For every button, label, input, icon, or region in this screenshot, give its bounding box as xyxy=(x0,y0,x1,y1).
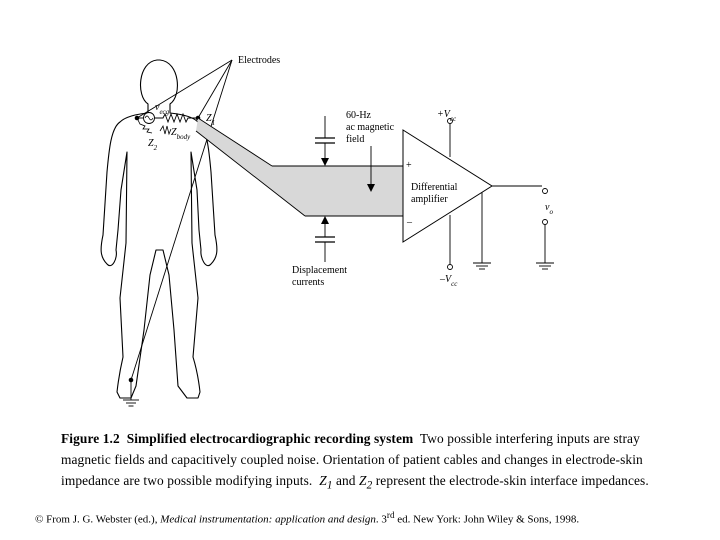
lower-displacement-arrowhead xyxy=(321,216,329,224)
vecg-symbol: v xyxy=(155,102,160,113)
negative-supply-label: –Vcc xyxy=(439,274,458,288)
credit-prefix: © From J. G. Webster (ed.), xyxy=(35,513,158,526)
amplifier-label-line1: Differential xyxy=(411,182,458,193)
source-credit: © From J. G. Webster (ed.), Medical inst… xyxy=(35,510,715,526)
field-label-line3: field xyxy=(346,134,364,145)
displacement-label-line1: Displacement xyxy=(292,265,347,276)
field-label-line1: 60-Hz xyxy=(346,110,372,121)
ecg-recording-diagram: Electrodes vecg Z1 Z2 Zbody 60-Hz ac m xyxy=(100,55,554,407)
z2-subscript: 2 xyxy=(154,144,158,152)
patient-cable-shaded-region xyxy=(196,118,403,216)
plus-input-sign: + xyxy=(406,160,412,171)
figure-caption: Figure 1.2 Simplified electrocardiograph… xyxy=(61,428,661,497)
caption-z2: Z2 xyxy=(359,473,372,492)
ecg-source-wave xyxy=(144,115,154,121)
caption-z1-symbol: Z xyxy=(319,473,327,488)
z1-label: Z1 xyxy=(206,113,215,127)
magnetic-field-arrowhead xyxy=(367,184,375,192)
differential-amplifier-triangle xyxy=(402,129,493,243)
cable-bottom-edge xyxy=(195,130,306,217)
caption-z1-subscript: 1 xyxy=(326,479,333,492)
credit-edition-number: . 3 xyxy=(375,513,387,526)
credit-suffix: ed. New York: John Wiley & Sons, 1998. xyxy=(397,513,580,526)
electrode-pointer-right xyxy=(197,59,233,119)
z1-resistor xyxy=(155,112,198,124)
caption-z2-subscript: 2 xyxy=(366,479,373,492)
credit-book-title: Medical instrumentation: application and… xyxy=(160,513,376,526)
caption-body-1: Two possible interfering inputs are stra… xyxy=(61,431,643,488)
z1-symbol: Z xyxy=(206,113,212,124)
amplifier-label-line2: amplifier xyxy=(411,194,448,205)
positive-supply-label: +Vcc xyxy=(437,109,457,123)
credit-edition-superscript: rd xyxy=(386,510,395,520)
zbody-label: Zbody xyxy=(171,127,191,141)
z2-label: Z2 xyxy=(148,138,158,152)
output-terminal-bottom xyxy=(542,219,548,225)
electrodes-label: Electrodes xyxy=(238,55,280,66)
field-label-line2: ac magnetic xyxy=(346,122,395,133)
z1-subscript: 1 xyxy=(212,119,216,127)
zbody-subscript: body xyxy=(177,133,192,141)
z2-symbol: Z xyxy=(148,138,154,149)
negative-supply-symbol: –V xyxy=(439,274,453,285)
minus-input-sign: – xyxy=(406,217,413,228)
electrode-pointer-left xyxy=(136,59,233,119)
z2-resistor xyxy=(136,117,153,134)
zbody-symbol: Z xyxy=(171,127,177,138)
output-voltage-symbol: v xyxy=(545,202,550,213)
output-voltage-label: vo xyxy=(545,202,553,216)
figure-number: Figure 1.2 xyxy=(61,431,120,446)
negative-supply-subscript: cc xyxy=(451,280,458,288)
cable-top-edge xyxy=(197,117,273,167)
zbody-resistor xyxy=(159,124,172,136)
positive-supply-symbol: +V xyxy=(437,109,452,120)
positive-supply-terminal xyxy=(447,118,453,124)
caption-z1: Z1 xyxy=(319,473,332,492)
output-voltage-subscript: o xyxy=(549,208,553,216)
left-electrode-dot xyxy=(134,115,140,121)
caption-conjunction: and xyxy=(335,473,356,488)
negative-supply-terminal xyxy=(447,264,453,270)
upper-displacement-arrowhead xyxy=(321,158,329,166)
positive-supply-subscript: cc xyxy=(450,115,457,123)
vecg-label: vecg xyxy=(155,102,170,116)
caption-body-2: represent the electrode-skin interface i… xyxy=(375,473,649,488)
displacement-label-line2: currents xyxy=(292,277,324,288)
vecg-subscript: ecg xyxy=(159,108,169,116)
output-terminal-top xyxy=(542,188,548,194)
caption-z2-symbol: Z xyxy=(359,473,367,488)
figure-title: Simplified electrocardiographic recordin… xyxy=(126,431,414,446)
electrode-pointer-foot xyxy=(130,59,233,381)
